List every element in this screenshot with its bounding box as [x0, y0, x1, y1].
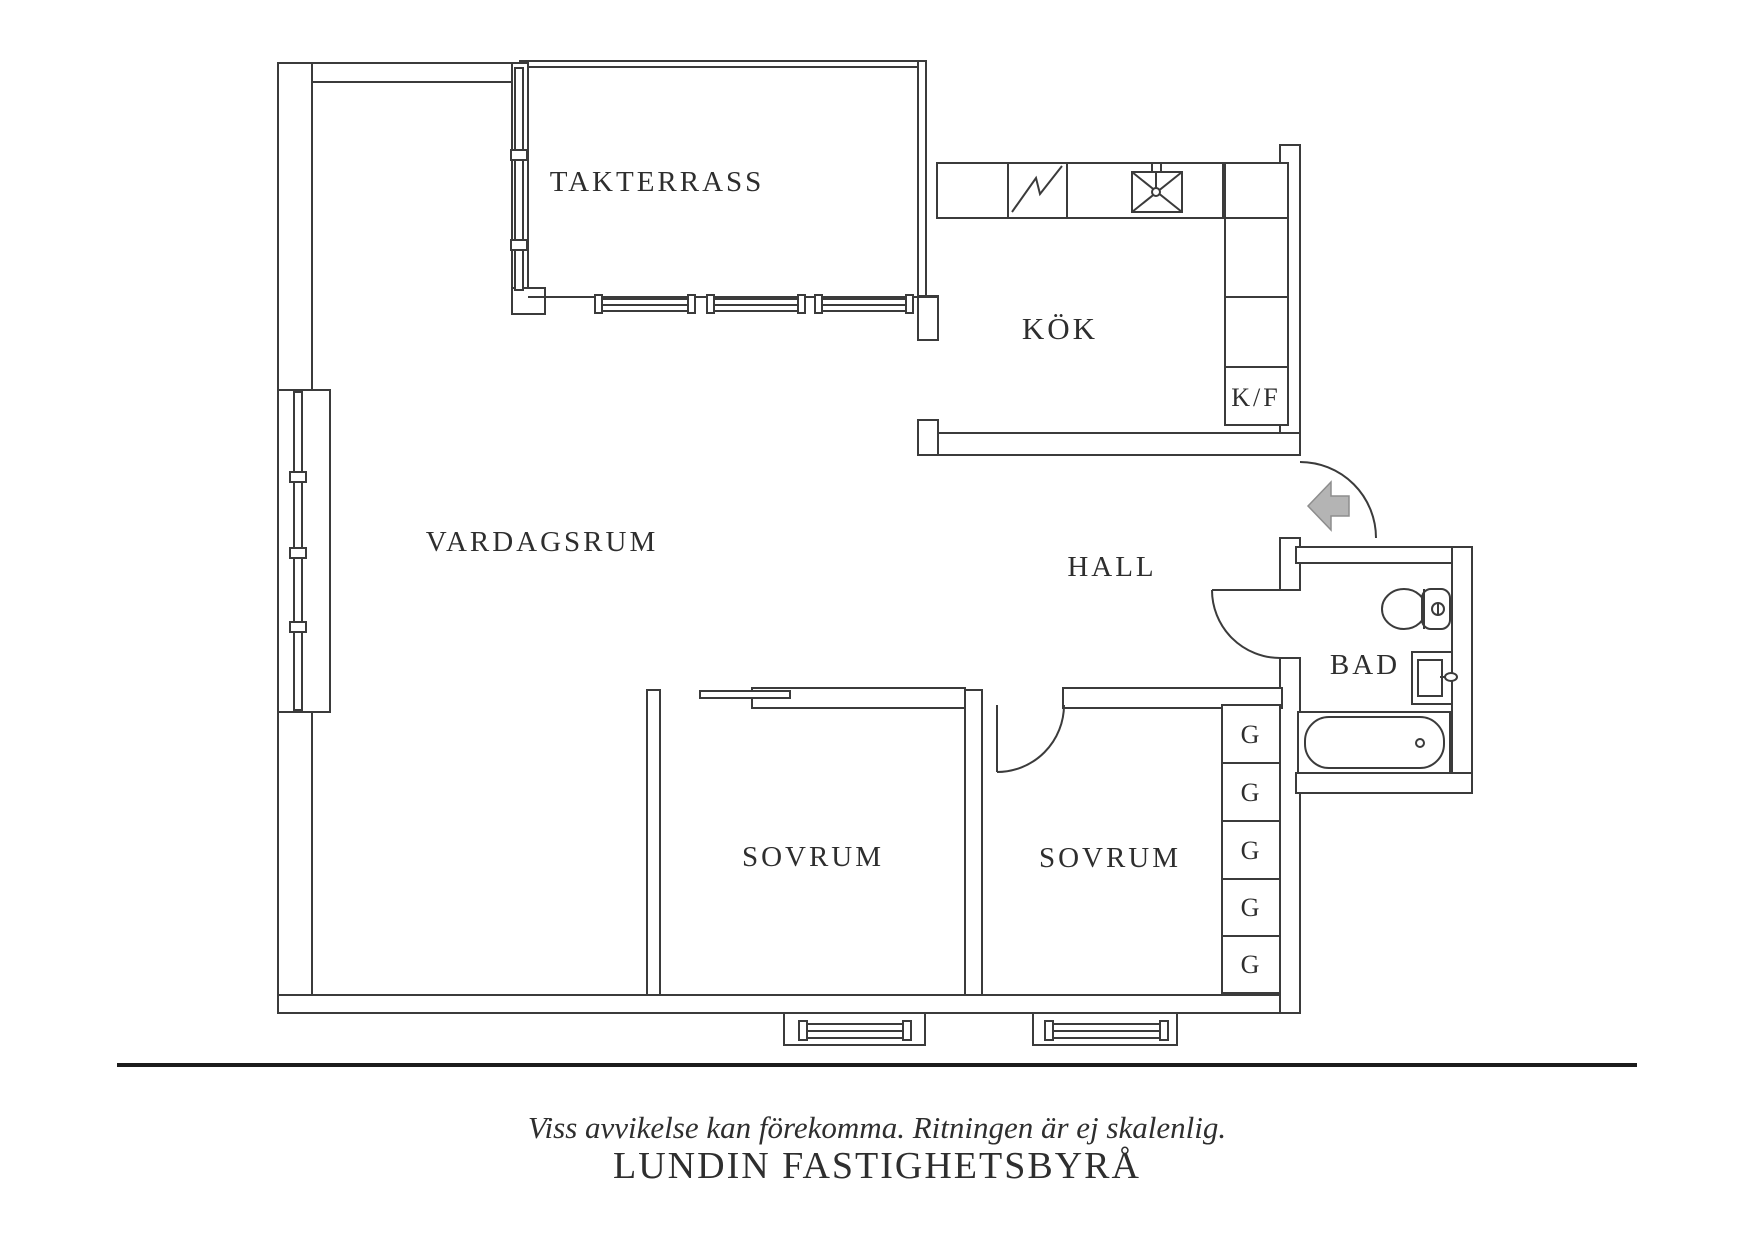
wall-segment [511, 287, 546, 315]
bathtub-icon [1297, 711, 1451, 774]
bathroom-wall [1451, 546, 1473, 794]
stove-icon [1011, 165, 1063, 213]
bathroom-wall [1295, 772, 1473, 794]
terrace-rail-segment [814, 294, 914, 314]
closet-label: G [1241, 893, 1260, 922]
closet-column: G G G G G [1221, 704, 1281, 994]
room-label-terrace: TAKTERRASS [550, 166, 765, 198]
wall-segment [964, 689, 983, 996]
kitchen-counter-right [1224, 162, 1289, 426]
wall-segment [937, 432, 1301, 456]
window-mullion [510, 239, 528, 251]
wall-segment [277, 62, 529, 83]
kitchen-counter-group [936, 162, 1289, 426]
closet-label: G [1241, 778, 1260, 807]
closet-label: G [1241, 720, 1260, 749]
room-labels: TAKTERRASS KÖK K/F VARDAGSRUM HALL BAD S… [426, 166, 1400, 874]
terrace-rail-segment [594, 294, 696, 314]
window-terrace-side [514, 67, 524, 291]
window-mullion [289, 471, 307, 483]
bedroom-door-arc [996, 704, 1065, 773]
bathroom-wall [1295, 546, 1473, 564]
footer: Viss avvikelse kan förekomma. Ritningen … [117, 1063, 1637, 1187]
entrance-door-arc [1299, 461, 1377, 539]
room-label-living-room: VARDAGSRUM [426, 526, 659, 558]
room-label-kitchen: KÖK [1022, 311, 1098, 346]
bay-window-bedroom-right [1032, 1012, 1178, 1046]
footer-agency: LUNDIN FASTIGHETSBYRÅ [613, 1145, 1141, 1187]
kitchen-sink-icon [1131, 162, 1183, 213]
room-label-bathroom: BAD [1330, 649, 1400, 681]
closet-label: G [1241, 836, 1260, 865]
toilet-icon [1381, 588, 1451, 630]
doors-group [699, 461, 1377, 773]
bathroom-fixtures [1297, 588, 1458, 774]
room-label-bedroom-right: SOVRUM [1039, 842, 1181, 874]
room-label-hall: HALL [1067, 551, 1156, 583]
terrace-wall [917, 60, 927, 297]
wall-segment [277, 994, 1301, 1014]
footer-disclaimer: Viss avvikelse kan förekomma. Ritningen … [528, 1110, 1226, 1145]
closet-label: G [1241, 950, 1260, 979]
terrace-rail-segment [706, 294, 806, 314]
wall-segment [646, 689, 661, 996]
sliding-door-panel [699, 690, 791, 699]
terrace-wall [519, 60, 927, 68]
entrance-arrow-icon [1306, 480, 1350, 532]
wall-segment [1062, 687, 1283, 709]
room-label-bedroom-left: SOVRUM [742, 841, 884, 873]
washbasin-icon [1411, 651, 1458, 705]
wall-segment [917, 295, 939, 341]
bay-window-bedroom-left [783, 1012, 926, 1046]
wall-segment [917, 419, 939, 456]
room-label-fridge-freezer: K/F [1231, 383, 1280, 412]
window-mullion [289, 621, 307, 633]
windows-group [277, 67, 1178, 1046]
bathroom-door-arc [1211, 589, 1281, 659]
window-mullion [510, 149, 528, 161]
window-mullion [289, 547, 307, 559]
